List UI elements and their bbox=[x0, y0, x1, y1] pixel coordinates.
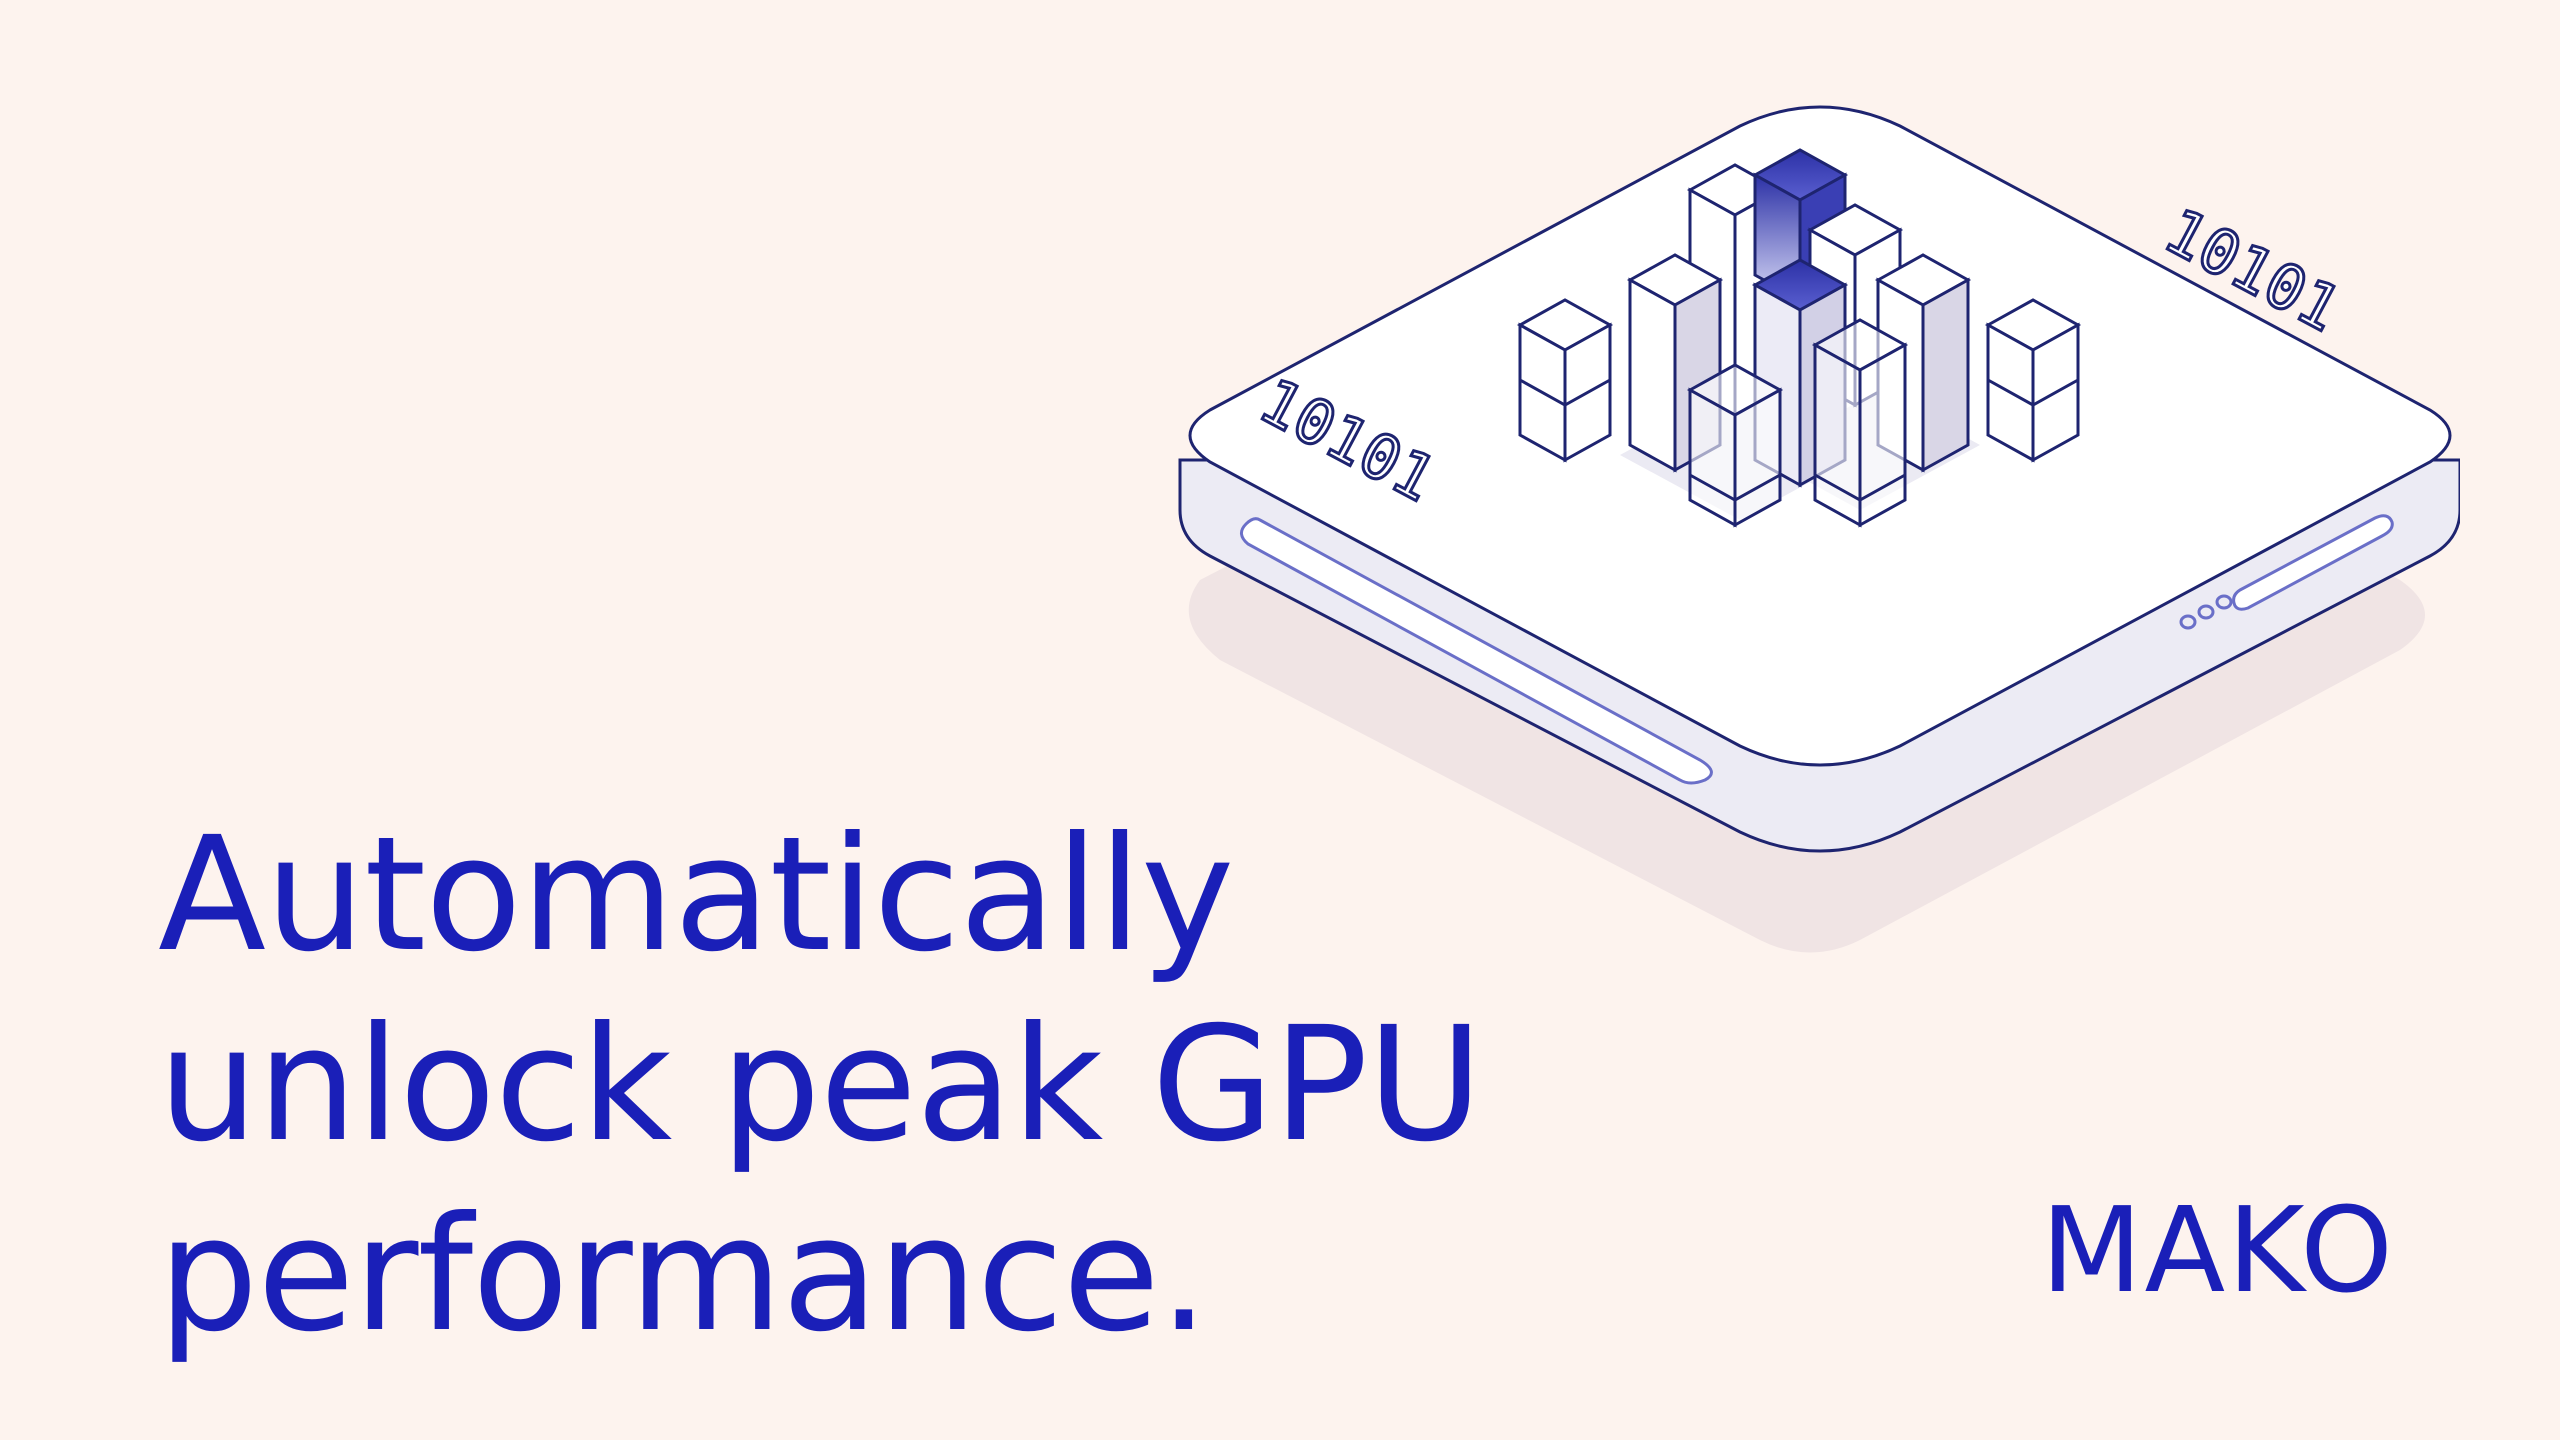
headline-line-2: unlock peak GPU bbox=[158, 993, 1483, 1177]
chart-bar bbox=[1516, 298, 1614, 463]
chart-bar bbox=[1984, 298, 2082, 463]
vent-slot-left bbox=[1240, 517, 1713, 785]
headline-line-1: Automatically bbox=[158, 803, 1234, 987]
gpu-server-chart-icon: 10101 10101 bbox=[1178, 105, 2460, 953]
indicator-dot bbox=[2197, 604, 2215, 620]
headline-line-3: performance. bbox=[158, 1183, 1209, 1367]
indicator-dot bbox=[2179, 614, 2197, 630]
chart-bar bbox=[1686, 363, 1784, 528]
indicator-dot bbox=[2215, 594, 2233, 610]
headline: Automatically unlock peak GPU performanc… bbox=[158, 800, 1658, 1370]
vent-slot-right bbox=[2232, 514, 2394, 611]
brand-logo: MAKO bbox=[2040, 1181, 2395, 1319]
chart-bar bbox=[1811, 318, 1909, 528]
